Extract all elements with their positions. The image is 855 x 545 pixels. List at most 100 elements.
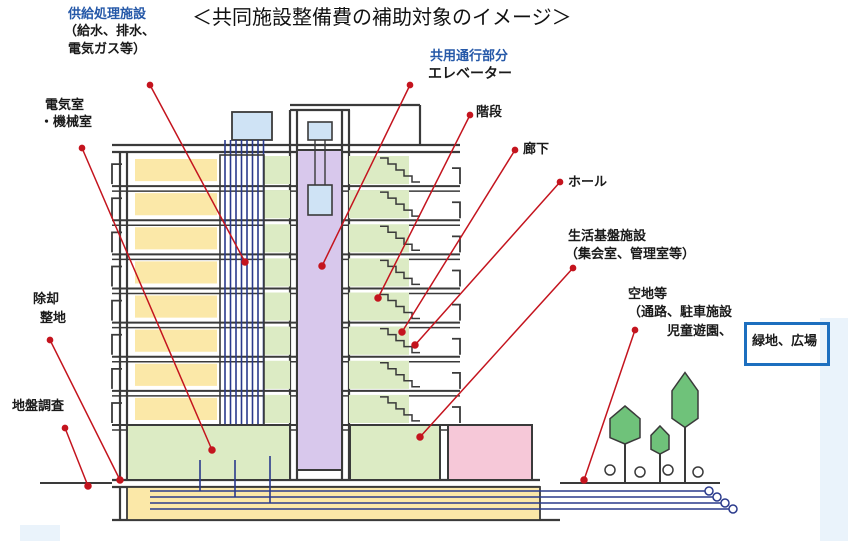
tree-crown: [650, 424, 670, 455]
pointer-target-dot: [241, 258, 249, 266]
stair-flight: [380, 327, 420, 354]
label-supply-sub1: （給水、排水、: [64, 24, 156, 39]
balcony: [111, 163, 122, 185]
trees: [560, 371, 720, 484]
shrub: [634, 466, 646, 478]
pointer-target-dot: [416, 433, 424, 441]
label-ground-survey: 地盤調査: [12, 399, 65, 414]
pointer-line: [49, 339, 121, 481]
core-common-area: [264, 394, 290, 423]
core-common-area: [264, 360, 290, 389]
ground-floor-hall: [349, 424, 441, 481]
callout-pointers: [46, 81, 639, 490]
assembly-room: [447, 424, 533, 481]
stair-flight: [380, 191, 420, 217]
elevator-car-top: [307, 121, 333, 141]
corridor-edge: [452, 235, 461, 253]
pipe-end: [712, 492, 722, 502]
label-land-leveling: 整地: [40, 311, 67, 326]
stair-flight: [380, 157, 420, 183]
label-corridor: 廊下: [523, 142, 550, 157]
pointer-dot: [406, 81, 414, 89]
stair-flight: [380, 396, 420, 422]
pointer-target-dot: [84, 482, 92, 490]
pointer-target-dot: [374, 294, 382, 302]
background-panel-right: [820, 318, 848, 541]
pointer-dot: [146, 81, 154, 89]
label-open-examples-1: （通路、駐車施設: [628, 305, 733, 320]
pointer-line: [419, 267, 574, 438]
core-common-area: [264, 326, 290, 355]
dwelling-unit: [135, 261, 217, 284]
pointer-dot: [466, 111, 474, 119]
balcony: [111, 197, 122, 219]
pointer-target-dot: [318, 262, 326, 270]
stair-flight: [380, 225, 420, 251]
dwelling-unit: [135, 363, 217, 386]
label-open-space: 空地等: [628, 287, 668, 302]
elevator-car: [307, 184, 333, 216]
pointer-line: [81, 147, 213, 451]
label-common-passage: 共用通行部分: [430, 49, 509, 64]
highlight-box: [744, 322, 830, 366]
corridor-edge: [452, 337, 461, 355]
riser-pipe: [199, 456, 271, 503]
corridor-edge: [452, 303, 461, 321]
core-common-area: [264, 258, 290, 287]
corridor-edge: [452, 371, 461, 389]
pointer-dot: [556, 178, 564, 186]
dwelling-unit: [135, 329, 217, 352]
tree-crown: [671, 371, 699, 429]
label-elevator: エレベーター: [428, 66, 512, 82]
pointer-line: [64, 427, 89, 487]
pointer-dot: [78, 144, 86, 152]
pointer-line: [414, 181, 561, 346]
pointer-target-dot: [116, 476, 124, 484]
dwelling-unit: [135, 159, 217, 182]
pointer-line: [401, 149, 516, 333]
core-common-area: [264, 156, 290, 185]
pointer-dot: [631, 326, 639, 334]
tree-crown: [609, 405, 641, 445]
corridor-edge: [452, 269, 461, 287]
stair-flight: [380, 362, 420, 388]
pointer-dot: [511, 146, 519, 154]
underground-pipes: [150, 456, 738, 514]
pipe-end: [720, 498, 730, 508]
dwelling-unit: [135, 227, 217, 250]
shrub: [662, 464, 674, 476]
dwelling-unit: [135, 397, 217, 420]
dwelling-unit: [135, 295, 217, 318]
pointer-target-dot: [208, 446, 216, 454]
pointer-dot: [46, 336, 54, 344]
pipe-end: [704, 486, 714, 496]
pointer-target-dot: [398, 328, 406, 336]
pointer-line: [149, 84, 246, 263]
label-supply-facilities: 供給処理施設: [68, 7, 147, 22]
core-common-area: [264, 190, 290, 219]
label-living-facilities: 生活基盤施設: [568, 229, 647, 244]
pointer-dot: [569, 264, 577, 272]
pipe-end: [728, 504, 738, 514]
balcony: [111, 299, 122, 321]
pointer-target-dot: [580, 476, 588, 484]
dwelling-unit: [135, 193, 217, 216]
shrub: [692, 466, 704, 478]
label-open-examples-2: 児童遊園、: [667, 324, 733, 339]
balcony: [111, 333, 122, 355]
balcony: [111, 367, 122, 389]
pointer-dot: [61, 424, 69, 432]
label-supply-sub2: 電気ガス等）: [68, 42, 147, 57]
shrub: [604, 464, 616, 476]
pointer-line: [321, 84, 411, 267]
background-panel-left: [20, 525, 60, 541]
core-common-area: [264, 292, 290, 321]
diagram-title: ＜共同施設整備費の補助対象のイメージ＞: [192, 5, 572, 29]
corridor-edge: [452, 406, 461, 423]
stair-flight: [380, 259, 420, 286]
label-stairs: 階段: [476, 105, 503, 120]
pointer-line: [377, 114, 471, 299]
pointer-line: [583, 329, 636, 481]
